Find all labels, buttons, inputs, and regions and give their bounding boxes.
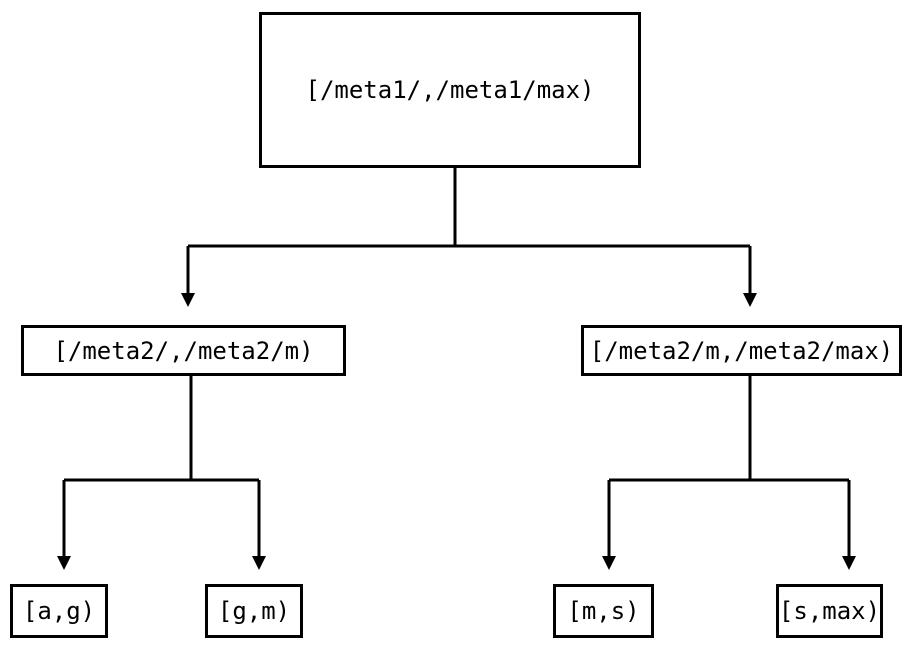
node-leaf-1[interactable]: [a,g) — [10, 584, 108, 638]
arrowhead-to-leaf-3 — [602, 556, 616, 570]
node-leaf-3[interactable]: [m,s) — [553, 584, 654, 638]
node-mid-right-label: [/meta2/m,/meta2/max) — [589, 336, 894, 365]
arrowhead-to-mid-right — [743, 293, 757, 307]
node-mid-left-label: [/meta2/,/meta2/m) — [53, 336, 314, 365]
node-leaf-2-label: [g,m) — [217, 597, 291, 625]
node-root[interactable]: [/meta1/,/meta1/max) — [259, 12, 641, 168]
node-root-label: [/meta1/,/meta1/max) — [305, 76, 595, 104]
node-mid-right[interactable]: [/meta2/m,/meta2/max) — [581, 325, 902, 376]
node-leaf-4-label: [s,max) — [778, 597, 881, 625]
node-leaf-1-label: [a,g) — [22, 597, 96, 625]
arrowhead-to-leaf-1 — [57, 556, 71, 570]
node-leaf-4[interactable]: [s,max) — [776, 584, 883, 638]
node-leaf-2[interactable]: [g,m) — [205, 584, 303, 638]
node-mid-left[interactable]: [/meta2/,/meta2/m) — [21, 325, 346, 376]
node-leaf-3-label: [m,s) — [567, 597, 640, 625]
arrowhead-to-leaf-4 — [842, 556, 856, 570]
arrowhead-to-leaf-2 — [252, 556, 266, 570]
arrowhead-to-mid-left — [181, 293, 195, 307]
